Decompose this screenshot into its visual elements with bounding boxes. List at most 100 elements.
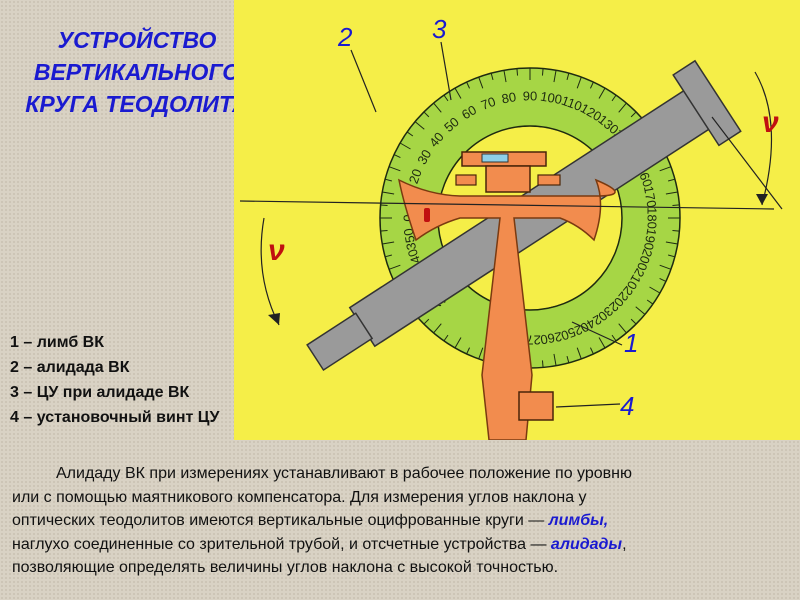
limb-tick [553, 70, 557, 83]
limb-tick [454, 87, 462, 99]
alidade-index-mark [424, 208, 430, 222]
angle-label-right: ν [762, 106, 779, 139]
limb-tick [672, 204, 680, 207]
telescope-eyepiece [306, 312, 374, 372]
vertical-reference-line [711, 116, 783, 210]
limb-tick [466, 347, 471, 355]
limb-tick [478, 347, 484, 360]
limb-tick [630, 318, 637, 325]
limb-tick [667, 254, 676, 258]
limb-scale-label: 190 [641, 227, 660, 251]
legend-item-4: 4 – установочный винт ЦУ [10, 409, 220, 426]
limb-tick [576, 347, 582, 360]
limb-tick [646, 299, 654, 305]
limb-tick [589, 81, 594, 89]
limb-tick [611, 334, 617, 342]
vertical-circle-diagram: 0102030405060708090100110120130140150160… [234, 0, 800, 441]
limb-tick [665, 191, 678, 195]
limb-tick [516, 68, 519, 76]
angle-arrow-right [756, 194, 768, 205]
limb-tick [618, 102, 627, 113]
limb-tick [541, 68, 544, 76]
limb-tick [635, 306, 646, 315]
limb-scale-label: 110 [559, 93, 584, 114]
level [455, 151, 561, 193]
limb-tick [618, 323, 627, 334]
limb-scale-label: 20 [406, 167, 425, 186]
limb-tick [380, 204, 388, 207]
callout-1-leader [571, 321, 623, 346]
legend-item-1: 1 – лимб ВК [10, 334, 104, 351]
limb-scale-label: 100 [539, 89, 563, 108]
limb-tick [382, 191, 395, 195]
limb-tick [433, 323, 442, 334]
setting-screw-head [518, 391, 554, 421]
alidade [397, 178, 616, 441]
limb-tick [478, 76, 484, 89]
description-line-4-end: , [622, 535, 627, 553]
limb-tick [659, 277, 667, 282]
term-limb: лимбы, [548, 512, 609, 529]
limb-tick [576, 76, 582, 89]
limb-tick [649, 286, 661, 294]
title-line-3: КРУГА ТЕОДОЛИТА [25, 91, 249, 117]
description: Алидаду ВК при измерениях устанавливают … [12, 462, 792, 580]
limb-scale-label: 180 [645, 207, 660, 229]
limb-tick [384, 178, 393, 182]
limb-tick [384, 254, 393, 258]
limb-tick [414, 121, 425, 130]
limb-tick [443, 94, 449, 102]
limb-scale-label: 0 [400, 214, 415, 221]
telescope-objective-flange [672, 59, 742, 147]
limb-tick [380, 229, 388, 232]
level-support-right [537, 174, 561, 186]
angle-label-left: ν [268, 234, 285, 267]
limb-scale-label: 250 [559, 322, 585, 344]
description-line-3: оптических теодолитов имеются вертикальн… [12, 512, 545, 529]
limb-tick [466, 81, 471, 89]
limb-tick [423, 318, 430, 325]
legend-item-2: 2 – алидада ВК [10, 359, 130, 376]
limb-scale-label: 60 [459, 102, 479, 122]
limb-tick [388, 264, 401, 270]
limb-tick [566, 355, 570, 364]
limb-tick [598, 87, 606, 99]
legend: 1 – лимб ВК 2 – алидада ВК 3 – ЦУ при ал… [10, 330, 219, 430]
limb-scale-label: 260 [539, 329, 563, 348]
title-line-1: УСТРОЙСТВО [57, 27, 217, 53]
limb-tick [423, 111, 430, 118]
diagram-svg: 0102030405060708090100110120130140150160… [234, 0, 800, 441]
limb-tick [598, 337, 606, 349]
limb-tick [672, 229, 680, 232]
limb-tick [393, 154, 401, 159]
term-alidade: алидады [550, 535, 623, 553]
description-line-2: или с помощью маятникового компенсатора.… [12, 488, 587, 506]
limb-tick [659, 264, 672, 270]
limb-tick [630, 111, 637, 118]
limb-tick [667, 178, 676, 182]
limb-tick [659, 166, 672, 172]
title-line-2: ВЕРТИКАЛЬНОГО [33, 59, 241, 85]
angle-arrow-left [268, 313, 280, 325]
limb-tick [433, 102, 442, 113]
limb-tick [566, 72, 570, 81]
callout-2: 2 [337, 22, 353, 52]
limb-scale-label: 90 [523, 88, 537, 103]
limb-scale-label: 30 [414, 147, 434, 167]
limb-tick [589, 347, 594, 355]
callout-3-leader [440, 41, 452, 101]
limb-tick [454, 337, 462, 349]
level-vial [481, 153, 509, 163]
limb-scale-label: 70 [479, 94, 498, 113]
limb-tick [382, 241, 395, 245]
description-line-5: позволяющие определять величины углов на… [12, 559, 559, 576]
limb-tick [611, 94, 617, 102]
callout-3: 3 [432, 14, 447, 44]
angle-arc-right [754, 71, 773, 206]
limb-tick [399, 142, 411, 150]
callout-1: 1 [624, 328, 638, 358]
limb-tick [553, 353, 557, 366]
limb-scale-label: 80 [500, 89, 517, 106]
horizontal-reference-line [239, 200, 775, 210]
limb-tick [406, 131, 414, 137]
